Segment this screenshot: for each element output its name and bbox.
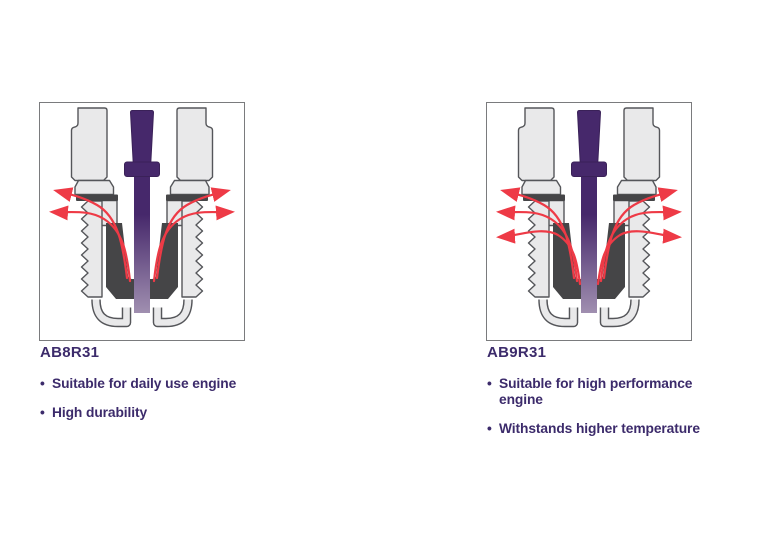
feature-item: High durability [40, 405, 339, 422]
heat-arrow [496, 228, 582, 286]
heat-arrows-right [596, 187, 682, 286]
spark-plug-cross-section [49, 103, 235, 340]
product-column: AB9R31 Suitable for high performance eng… [486, 102, 738, 450]
heat-arrow [49, 205, 132, 283]
heat-arrow [500, 187, 576, 280]
heat-arrow [152, 205, 235, 283]
heat-arrow [155, 187, 231, 280]
product-code: AB8R31 [40, 344, 100, 361]
feature-item: Suitable for daily use engine [40, 376, 339, 393]
heat-arrow [596, 228, 682, 286]
product-column: AB8R31 Suitable for daily use engine Hig… [39, 102, 339, 434]
heat-arrows-left [49, 187, 132, 283]
heat-arrow [599, 205, 682, 283]
product-code: AB9R31 [487, 344, 547, 361]
feature-list: Suitable for high performance engine Wit… [487, 376, 727, 438]
spark-plug-figure [486, 102, 692, 341]
heat-arrow [496, 205, 579, 283]
spark-plug-figure [39, 102, 245, 341]
feature-list: Suitable for daily use engine High durab… [40, 376, 339, 422]
heat-arrow [602, 187, 678, 280]
heat-arrows-right [152, 187, 235, 283]
spark-plug-cross-section [496, 103, 682, 340]
feature-item: Suitable for high performance engine [487, 376, 727, 409]
feature-item: Withstands higher temperature [487, 421, 727, 438]
heat-arrow [53, 187, 129, 280]
heat-arrows-left [496, 187, 582, 286]
